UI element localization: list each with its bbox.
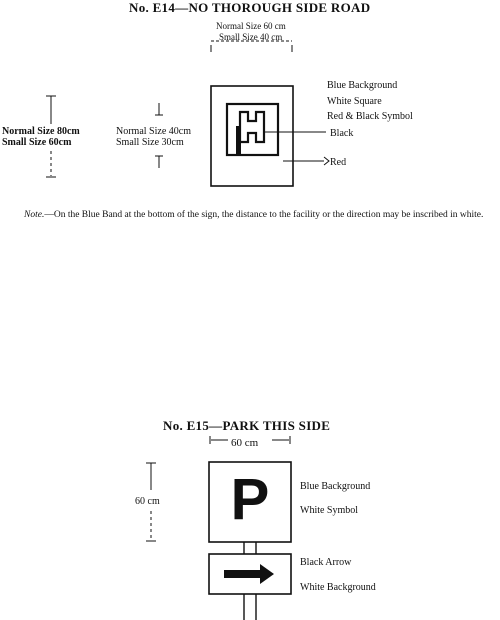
e14-black-h-symbol: [238, 110, 266, 144]
e14-legend-white-square: White Square: [327, 96, 382, 107]
e14-inner-small-label: Small Size 30cm: [116, 137, 184, 148]
e14-symbol: [236, 110, 266, 156]
e15-height-label: 60 cm: [135, 496, 160, 507]
e14-width-small-label: Small Size 40 cm: [219, 32, 283, 42]
e14-red-stem: [236, 126, 241, 156]
e15-width-label: 60 cm: [231, 437, 259, 449]
e15-black-arrow-icon: [224, 564, 274, 584]
e15-black-arrow-label: Black Arrow: [300, 557, 352, 568]
e14-note: Note.—On the Blue Band at the bottom of …: [2, 210, 492, 221]
e14-outer-small-label: Small Size 60cm: [2, 137, 72, 148]
e15-p-symbol: P: [231, 467, 270, 532]
e14-inner-height-dim: [155, 103, 163, 168]
e15-title: No. E15—PARK THIS SIDE: [163, 418, 331, 433]
e14-inner-normal-label: Normal Size 40cm: [116, 126, 191, 137]
e14-title: No. E14—NO THOROUGH SIDE ROAD: [129, 0, 371, 15]
e14-white-square: [225, 102, 280, 157]
e14-legend-blue-background: Blue Background: [327, 80, 398, 91]
e14-outer-normal-label: Normal Size 80cm: [2, 126, 80, 137]
e15-white-background-label: White Background: [300, 582, 376, 593]
e14-note-lead: Note.: [24, 210, 45, 220]
e14-width-normal-label: Normal Size 60 cm: [216, 21, 286, 31]
e14-label-red: Red: [330, 157, 347, 168]
e14-note-text: —On the Blue Band at the bottom of the s…: [44, 210, 484, 220]
e15-height-dim: [146, 462, 156, 542]
e15-park-sign: [208, 461, 292, 543]
e14-outer-height-dim: [46, 95, 56, 178]
e15-white-symbol-label: White Symbol: [300, 505, 359, 516]
e15-blue-background-label: Blue Background: [300, 481, 371, 492]
e15-arrow-plate: [208, 553, 292, 595]
e14-label-black: Black: [330, 128, 354, 139]
e14-legend-symbol: Red & Black Symbol: [327, 111, 413, 122]
e14-sign-outer: [210, 85, 294, 187]
e14-red-leader-arrowhead: [323, 156, 330, 166]
